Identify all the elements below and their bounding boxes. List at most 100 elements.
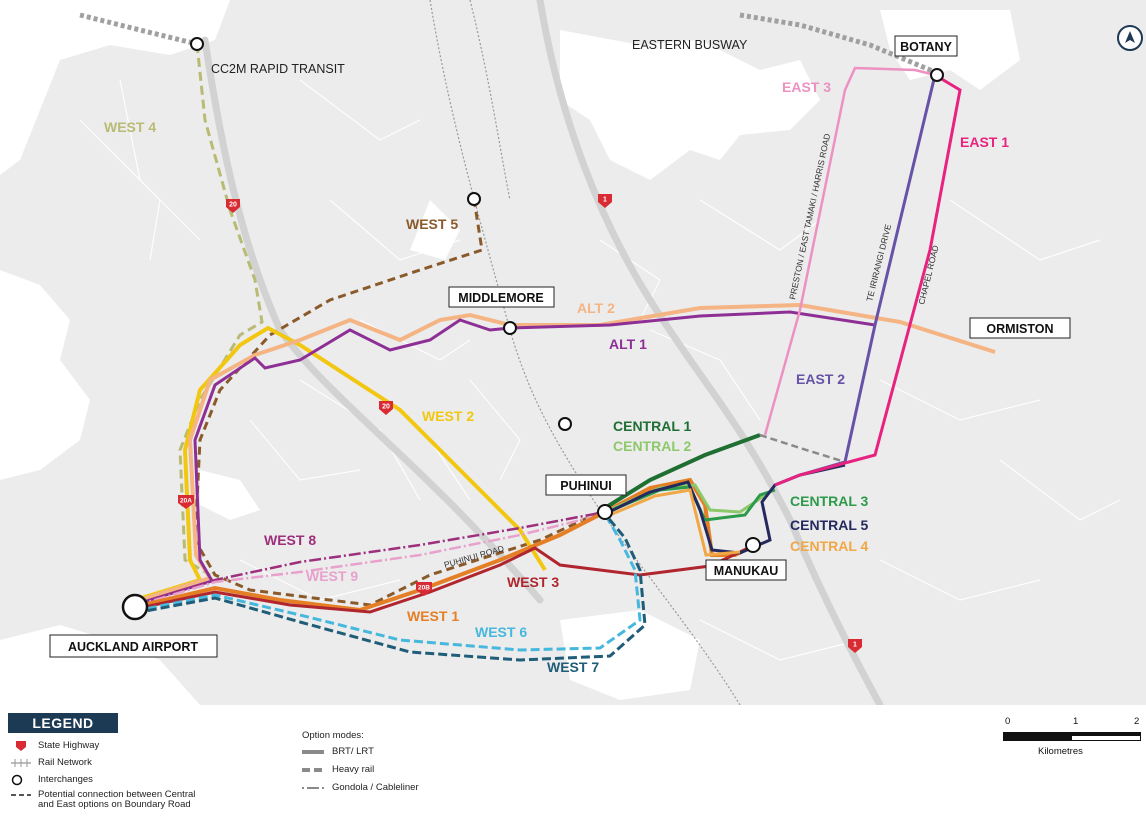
interchange-icon xyxy=(10,774,32,786)
interchange-west5 xyxy=(467,192,481,206)
place-label-botany: BOTANY xyxy=(894,35,958,57)
interchange-middlemore xyxy=(503,321,517,335)
route-west8 xyxy=(134,510,606,607)
legend-brt: BRT/ LRT xyxy=(302,746,374,757)
route-alt1 xyxy=(139,310,876,605)
route-options-map: 20 20 20A 20B 1 1 WEST 4 WEST 5 WEST 2 W… xyxy=(0,0,1146,705)
label-west4: WEST 4 xyxy=(104,119,156,135)
legend-gondola: Gondola / Cableliner xyxy=(302,782,419,793)
svg-text:BOTANY: BOTANY xyxy=(900,40,953,54)
route-west7 xyxy=(134,513,647,662)
label-east2: EAST 2 xyxy=(796,371,845,387)
legend-title: LEGEND xyxy=(8,713,118,733)
place-label-puhinui: PUHINUI xyxy=(545,474,627,496)
place-label-ormiston: ORMISTON xyxy=(969,317,1071,339)
scale-unit: Kilometres xyxy=(1038,746,1083,757)
svg-text:MIDDLEMORE: MIDDLEMORE xyxy=(458,291,543,305)
label-west3: WEST 3 xyxy=(507,574,559,590)
svg-text:ORMISTON: ORMISTON xyxy=(986,322,1053,336)
route-east1 xyxy=(774,73,962,487)
label-cc2m: CC2M RAPID TRANSIT xyxy=(211,62,345,76)
svg-text:20: 20 xyxy=(382,404,390,411)
scale-tick-1: 1 xyxy=(1073,716,1079,727)
route-central1 xyxy=(603,433,761,510)
route-east3 xyxy=(763,66,936,436)
street-network xyxy=(79,79,1121,661)
svg-text:1: 1 xyxy=(603,197,607,204)
gondola-line-icon xyxy=(302,786,324,789)
interchange-airport xyxy=(121,593,149,621)
north-arrow-icon xyxy=(1117,25,1143,51)
label-west1: WEST 1 xyxy=(407,608,459,624)
cc2m-rapid-transit-line xyxy=(79,12,198,47)
dashed-connection-icon xyxy=(10,790,32,802)
place-label-middlemore: MIDDLEMORE xyxy=(448,286,555,308)
state-highway-shield: 20A xyxy=(178,495,194,509)
legend-rail-network-label: Rail Network xyxy=(38,757,92,768)
svg-text:20A: 20A xyxy=(180,498,192,505)
label-west9: WEST 9 xyxy=(306,568,358,584)
legend-state-highway-label: State Highway xyxy=(38,740,100,751)
label-east3: EAST 3 xyxy=(782,79,831,95)
brt-line-icon xyxy=(302,749,324,754)
label-west8: WEST 8 xyxy=(264,532,316,548)
label-alt1: ALT 1 xyxy=(609,336,647,352)
interchanges xyxy=(121,37,944,621)
svg-text:AUCKLAND AIRPORT: AUCKLAND AIRPORT xyxy=(68,640,198,654)
svg-text:20B: 20B xyxy=(418,585,430,592)
legend-heavy-rail: Heavy rail xyxy=(302,764,374,775)
state-highway-shield: 20 xyxy=(226,199,240,213)
scale-bar: 0 1 2 Kilometres xyxy=(1000,716,1142,768)
legend-brt-label: BRT/ LRT xyxy=(332,746,374,757)
state-highway-shield: 20 xyxy=(379,401,393,415)
legend-heavy-rail-label: Heavy rail xyxy=(332,764,375,775)
route-west2 xyxy=(134,325,547,602)
interchange-puhinui xyxy=(597,504,613,520)
legend-interchanges-label: Interchanges xyxy=(38,774,93,785)
label-alt2: ALT 2 xyxy=(577,300,615,316)
state-highway-shield: 1 xyxy=(848,639,862,653)
route-central4 xyxy=(604,488,741,557)
svg-text:MANUKAU: MANUKAU xyxy=(714,564,779,578)
label-west7: WEST 7 xyxy=(547,659,599,675)
scale-bar-graphic xyxy=(1003,732,1141,741)
option-modes-title: Option modes: xyxy=(302,730,364,741)
svg-text:20: 20 xyxy=(229,202,237,209)
state-highway-shield: 1 xyxy=(598,194,612,208)
state-highway-icon xyxy=(10,740,32,752)
scale-tick-2: 2 xyxy=(1134,716,1140,727)
interchange-manukau xyxy=(745,537,761,553)
state-highway-shield: 20B xyxy=(416,582,432,596)
motorways xyxy=(201,0,884,705)
legend-gondola-label: Gondola / Cableliner xyxy=(332,782,419,793)
legend-state-highway: State Highway xyxy=(10,740,99,752)
label-west5: WEST 5 xyxy=(406,216,458,232)
route-west9 xyxy=(134,512,606,608)
route-west3 xyxy=(134,543,756,614)
place-label-auckland-airport: AUCKLAND AIRPORT xyxy=(49,634,218,658)
water-areas xyxy=(0,0,1020,705)
eastern-busway-line xyxy=(739,12,936,75)
label-west2: WEST 2 xyxy=(422,408,474,424)
legend-interchanges: Interchanges xyxy=(10,774,93,786)
boundary-road-connection xyxy=(759,433,846,464)
route-alt2 xyxy=(139,302,996,602)
legend-potential-connection-label: Potential connection between Central xyxy=(38,789,196,800)
svg-text:1: 1 xyxy=(853,642,857,649)
scale-tick-0: 0 xyxy=(1005,716,1011,727)
place-label-manukau: MANUKAU xyxy=(705,559,787,581)
legend-rail-network: Rail Network xyxy=(10,757,92,769)
label-central2: CENTRAL 2 xyxy=(613,438,692,454)
route-west6 xyxy=(134,513,642,652)
legend-potential-connection-label-2: and East options on Boundary Road xyxy=(38,799,191,810)
label-central1: CENTRAL 1 xyxy=(613,418,692,434)
interchange-cc2m xyxy=(190,37,204,51)
label-central3: CENTRAL 3 xyxy=(790,493,869,509)
interchange-rail xyxy=(558,417,572,431)
label-central4: CENTRAL 4 xyxy=(790,538,869,554)
rail-network-icon xyxy=(10,757,32,769)
label-eastern-busway: EASTERN BUSWAY xyxy=(632,38,748,52)
legend-potential-connection: Potential connection between Central and… xyxy=(10,790,195,810)
heavy-rail-icon xyxy=(302,767,324,772)
interchange-botany xyxy=(930,68,944,82)
